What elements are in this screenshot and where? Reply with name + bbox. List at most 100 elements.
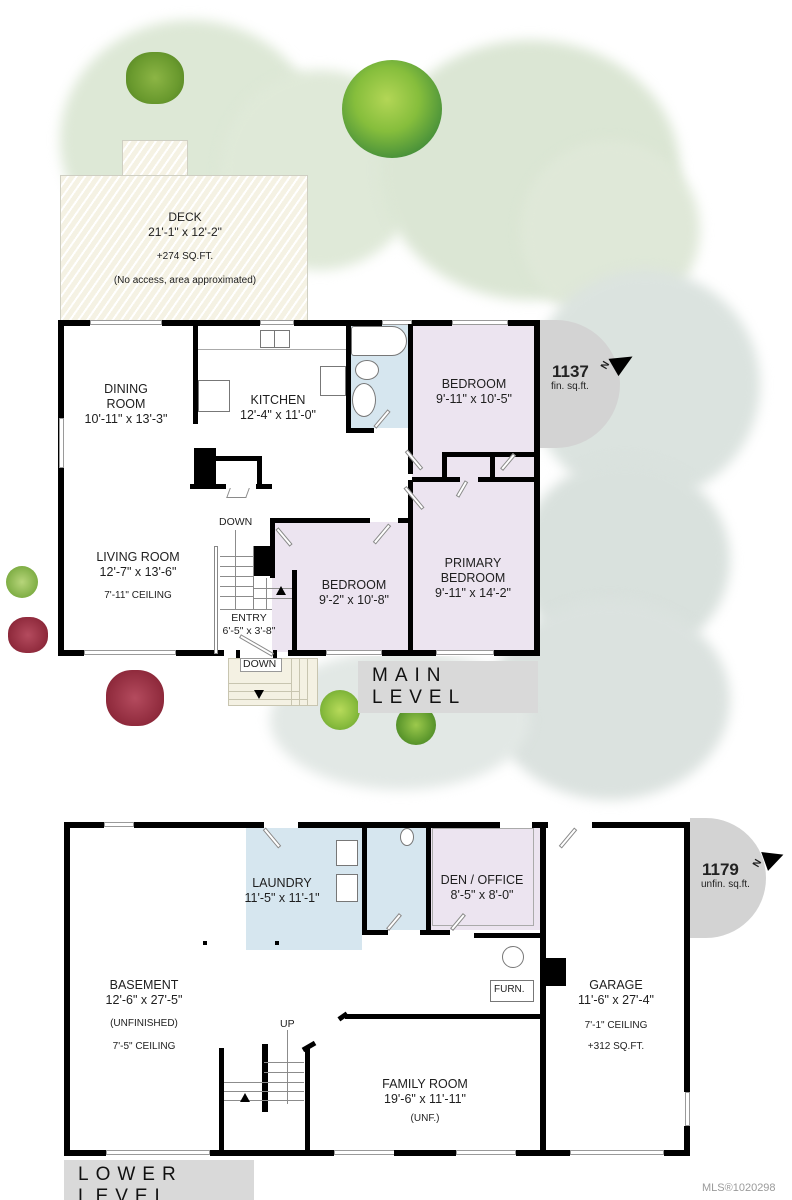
wall — [262, 1044, 268, 1112]
wall — [254, 546, 274, 576]
wall — [58, 320, 90, 326]
laundry-label: LAUNDRY 11'-5" x 11'-1" — [244, 876, 320, 905]
window — [436, 650, 494, 655]
fireplace — [194, 456, 262, 461]
furnace-box — [490, 980, 534, 1002]
deck-label: DECK 21'-1" x 12'-2" +274 SQ.FT. (No acc… — [113, 210, 257, 286]
wall — [134, 822, 264, 828]
window — [104, 822, 134, 827]
post — [275, 941, 279, 945]
wall — [408, 480, 413, 656]
wall — [64, 822, 70, 1156]
wall — [219, 1048, 224, 1152]
post — [203, 941, 207, 945]
wall — [490, 452, 495, 480]
window — [570, 1150, 664, 1155]
wall — [474, 933, 544, 938]
water-heater-icon — [502, 946, 524, 968]
main-sqft-unit: fin. sq.ft. — [551, 381, 589, 392]
wall — [362, 930, 388, 935]
window — [382, 320, 412, 325]
wall — [532, 822, 548, 828]
wall — [270, 518, 370, 523]
wall — [442, 452, 536, 457]
washer-icon — [336, 840, 358, 866]
primary-bedroom-label: PRIMARY BEDROOM 9'-11" x 14'-2" — [435, 556, 511, 600]
fireplace — [257, 456, 262, 488]
wall — [412, 320, 452, 326]
mls-watermark: MLS®1020298 — [702, 1182, 776, 1194]
stairs-down-arrow-icon — [254, 690, 264, 699]
living-room-label: LIVING ROOM 12'-7" x 13'-6" 7'-11" CEILI… — [96, 550, 180, 601]
wall — [508, 320, 540, 326]
wall — [400, 822, 500, 828]
lower-bathroom-fill — [366, 828, 426, 930]
exterior-stairs-down-label: DOWN — [243, 658, 277, 670]
chimney — [546, 958, 566, 986]
wall — [298, 822, 402, 828]
wall — [294, 320, 382, 326]
window — [456, 1150, 516, 1155]
deck — [60, 175, 308, 323]
wall — [288, 650, 326, 656]
wall — [292, 570, 297, 656]
garage-label: GARAGE 11'-6" x 27'-4" 7'-1" CEILING +31… — [578, 978, 654, 1052]
main-sqft-value: 1137 — [552, 362, 589, 381]
shrub-icon — [8, 617, 48, 653]
stairs-up-arrow-icon — [276, 586, 286, 595]
window — [260, 320, 294, 325]
basement-label: BASEMENT 12'-6" x 27'-5" (UNFINISHED) 7'… — [105, 978, 183, 1052]
wall — [478, 477, 536, 482]
shrub-icon — [106, 670, 164, 726]
dining-room-label: DINING ROOM 10'-11" x 13'-3" — [84, 382, 168, 426]
shrub-icon — [6, 566, 38, 598]
wall — [420, 930, 450, 935]
family-room-label: FAMILY ROOM 19'-6" x 11'-11" (UNF.) — [382, 1077, 468, 1124]
lower-level-title: LOWER LEVEL — [64, 1160, 254, 1200]
window — [106, 1150, 210, 1155]
wall — [346, 324, 351, 432]
wall — [64, 1150, 106, 1156]
wall — [442, 452, 447, 480]
window — [90, 320, 162, 325]
bedroom-ne-label: BEDROOM 9'-11" x 10'-5" — [436, 377, 512, 406]
sink-divider — [274, 330, 275, 348]
stairs-up-label: UP — [280, 1018, 295, 1030]
wall — [426, 826, 431, 934]
wall — [236, 650, 240, 658]
wall — [534, 320, 540, 656]
window — [326, 650, 382, 655]
fridge — [198, 380, 230, 412]
window — [59, 418, 64, 468]
wall — [362, 826, 367, 934]
stove-icon — [320, 366, 346, 396]
den-office-label: DEN / OFFICE 8'-5" x 8'-0" — [440, 873, 524, 902]
primary-bedroom-fill — [412, 452, 536, 652]
wall — [540, 826, 546, 1154]
kitchen-counter — [198, 326, 346, 350]
kitchen-sink — [260, 330, 290, 348]
fireplace-door — [226, 488, 250, 498]
wall — [210, 1150, 334, 1156]
stairs-down-label: DOWN — [219, 516, 253, 528]
fireplace — [194, 448, 216, 488]
dryer-icon — [336, 874, 358, 902]
bedroom-ne-fill — [412, 324, 536, 452]
kitchen-label: KITCHEN 12'-4" x 11'-0" — [240, 393, 316, 422]
stair-rail — [214, 546, 218, 654]
bedroom-s-label: BEDROOM 9'-2" x 10'-8" — [319, 578, 389, 607]
den-fill — [430, 828, 540, 930]
wall — [412, 477, 460, 482]
stair-direction-line — [235, 530, 236, 610]
wall — [684, 822, 690, 1092]
toilet-icon — [400, 828, 414, 846]
shrub-icon — [320, 690, 360, 730]
tree-icon — [342, 60, 442, 158]
main-level-title: MAIN LEVEL — [358, 661, 538, 713]
wall — [193, 324, 198, 424]
stairs-icon — [220, 546, 272, 610]
stairs-landing — [254, 578, 292, 610]
wall — [345, 1014, 541, 1019]
fireplace — [256, 484, 272, 489]
window — [84, 650, 176, 655]
